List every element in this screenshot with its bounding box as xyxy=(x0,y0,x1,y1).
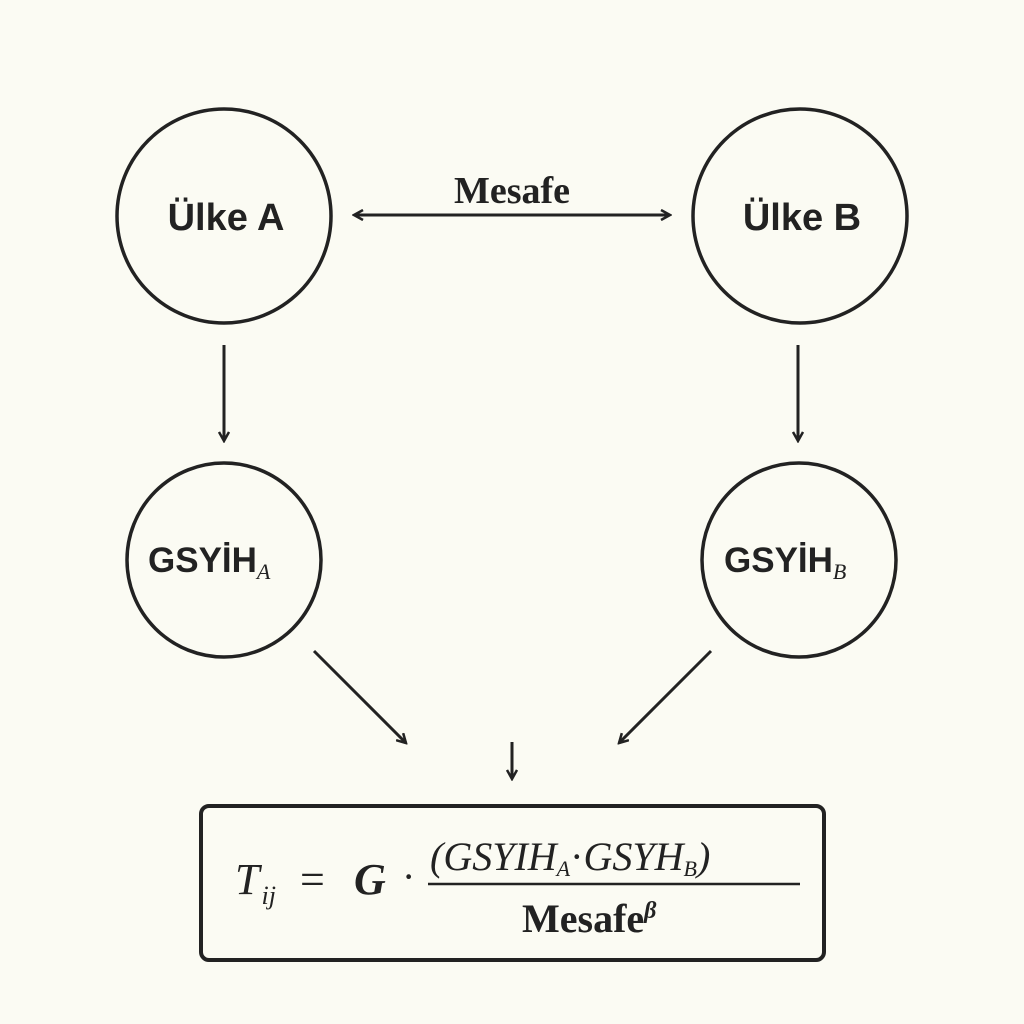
formula-numerator-term1-subscript: A xyxy=(555,856,571,881)
node-gdp-a-circle xyxy=(125,461,323,659)
node-gdp-a: GSYİHA xyxy=(125,461,323,659)
formula-numerator-term2-subscript: B xyxy=(683,856,696,881)
formula-numerator: (GSYIHA·GSYHB) xyxy=(430,834,710,881)
formula-lhs: Tij xyxy=(235,855,276,910)
formula-lhs-subscript: ij xyxy=(261,881,275,910)
arrow-gdp-b-to-formula xyxy=(619,649,713,743)
formula-box: Tij = G · (GSYIHA·GSYHB) Mesafeβ xyxy=(199,804,826,962)
node-gdp-b-label: GSYİHB xyxy=(724,541,846,584)
formula-equals: = xyxy=(300,855,325,904)
node-country-b-circle xyxy=(691,107,909,325)
formula-denominator-exponent: β xyxy=(643,898,657,924)
node-country-b-label: Ülke B xyxy=(743,196,861,239)
node-country-a-circle xyxy=(115,107,333,325)
arrow-gdp-a-to-formula xyxy=(312,649,406,743)
node-gdp-a-label: GSYİHA xyxy=(148,541,271,584)
formula-constant: G xyxy=(354,855,386,904)
node-gdp-a-subscript: A xyxy=(255,559,271,584)
formula-box-border xyxy=(199,804,826,962)
node-gdp-b-subscript: B xyxy=(833,559,846,584)
node-country-b: Ülke B xyxy=(691,107,909,325)
formula-dot: · xyxy=(402,854,415,899)
edge-distance: Mesafe xyxy=(354,170,670,215)
node-country-a-label: Ülke A xyxy=(168,196,285,239)
formula-denominator: Mesafeβ xyxy=(522,896,657,941)
distance-label: Mesafe xyxy=(454,170,570,212)
node-country-a: Ülke A xyxy=(115,107,333,325)
node-gdp-b-circle xyxy=(700,461,898,659)
node-gdp-b: GSYİHB xyxy=(700,461,898,659)
